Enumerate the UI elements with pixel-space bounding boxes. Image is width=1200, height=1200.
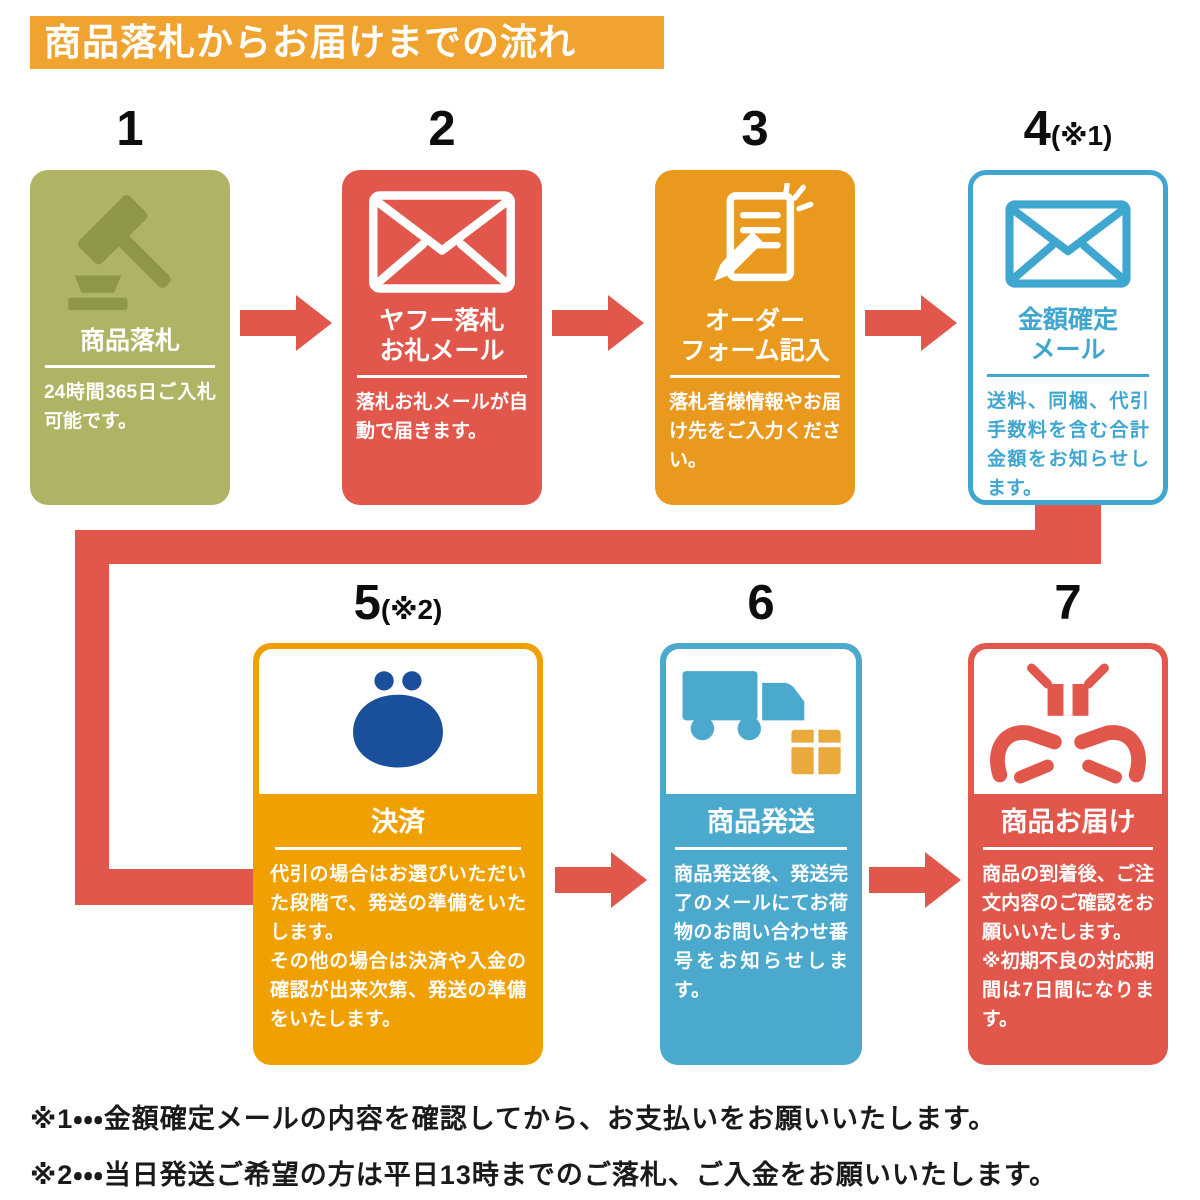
flow-connector-left [75, 530, 109, 905]
step-description: 商品の到着後、ご注文内容のご確認をお願いいたします。 ※初期不良の対応期間は7日… [982, 864, 1154, 1030]
step-title: 商品落札 [45, 326, 215, 368]
step-description: 代引の場合はお選びいただいた段階で、発送の準備をいたします。 その他の場合は決済… [270, 864, 526, 1030]
number-text: 1 [116, 102, 144, 156]
step-title: ヤフー落札 お礼メール [357, 306, 527, 378]
flow-arrow [555, 852, 647, 908]
delivery-truck-icon [666, 649, 856, 794]
number-text: 7 [1054, 576, 1082, 630]
number-text: 6 [747, 576, 775, 630]
mail-icon [973, 175, 1163, 301]
footnote-1: ※1・・・金額確定メールの内容を確認してから、お支払いをお願いいたします。 [30, 1104, 997, 1134]
number-text: 2 [428, 102, 456, 156]
number-text: 5 [353, 576, 381, 630]
step-6-number: 6 [660, 574, 862, 632]
step-description: 落札お礼メールが自動で届きます。 [356, 392, 528, 442]
flow-arrow [552, 295, 644, 351]
gavel-icon [30, 170, 230, 322]
flow-arrow [869, 852, 961, 908]
step-7-number: 7 [968, 574, 1168, 632]
mail-icon [342, 170, 542, 302]
step-description: 送料、同梱、代引手数料を含む合計金額をお知らせします。 [987, 391, 1149, 499]
step-title: 決済 [274, 806, 522, 851]
flow-arrow [240, 295, 332, 351]
step-title: 商品お届け [983, 806, 1153, 851]
step-title: 商品発送 [675, 806, 847, 851]
step-5-number: 5(※2) [253, 574, 543, 632]
flow-connector-bottom [75, 869, 255, 905]
step-2-number: 2 [342, 100, 542, 158]
step-1-number: 1 [30, 100, 230, 158]
number-note: (※2) [380, 594, 443, 625]
step-3-box: オーダー フォーム記入 落札者様情報やお届け先をご入力ください。 [655, 170, 855, 505]
step-5-box: 決済 代引の場合はお選びいただいた段階で、発送の準備をいたします。 その他の場合… [253, 643, 543, 1065]
step-4-box: 金額確定 メール 送料、同梱、代引手数料を含む合計金額をお知らせします。 [968, 170, 1168, 505]
number-text: 4 [1023, 102, 1051, 156]
page-title: 商品落札からお届けまでの流れ [30, 16, 664, 69]
number-note: (※1) [1050, 120, 1113, 151]
step-4-number: 4(※1) [968, 100, 1168, 158]
hands-package-icon [974, 649, 1162, 794]
step-2-box: ヤフー落札 お礼メール 落札お礼メールが自動で届きます。 [342, 170, 542, 505]
step-description: 24時間365日ご入札可能です。 [44, 382, 216, 432]
step-1-box: 商品落札 24時間365日ご入札可能です。 [30, 170, 230, 505]
coin-purse-icon [259, 649, 537, 794]
flow-arrow [865, 295, 957, 351]
order-form-icon [655, 170, 855, 302]
step-title: 金額確定 メール [987, 305, 1149, 377]
step-description: 落札者様情報やお届け先をご入力ください。 [669, 392, 841, 471]
step-6-box: 商品発送 商品発送後、発送完了のメールにてお荷物のお問い合わせ番号をお知らせしま… [660, 643, 862, 1065]
step-7-box: 商品お届け 商品の到着後、ご注文内容のご確認をお願いいたします。 ※初期不良の対… [968, 643, 1168, 1065]
step-description: 商品発送後、発送完了のメールにてお荷物のお問い合わせ番号をお知らせします。 [674, 864, 848, 1001]
step-3-number: 3 [655, 100, 855, 158]
number-text: 3 [741, 102, 769, 156]
footnote-2: ※2・・・当日発送ご希望の方は平日13時までのご落札、ご入金をお願いいたします。 [30, 1160, 1058, 1190]
step-title: オーダー フォーム記入 [670, 306, 840, 378]
flow-connector-top [75, 530, 1101, 564]
